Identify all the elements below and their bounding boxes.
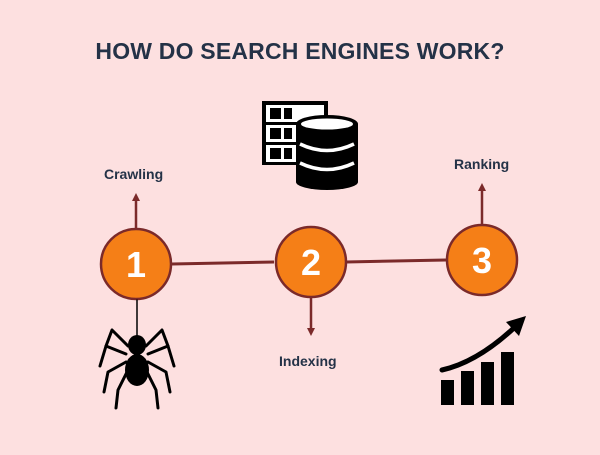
connector-1-2 xyxy=(171,260,275,266)
diagram-title: HOW DO SEARCH ENGINES WORK? xyxy=(95,38,505,64)
step-2-circle: 2 xyxy=(274,225,348,299)
rising-bar-chart-icon xyxy=(439,316,526,405)
database-server-icon xyxy=(262,101,358,190)
step-1-number: 1 xyxy=(126,244,146,285)
step-label-crawling: Crawling xyxy=(104,166,164,182)
spider-icon xyxy=(98,299,176,410)
step-1-circle: 1 xyxy=(99,227,173,301)
step-label-ranking: Ranking xyxy=(454,156,510,172)
step-2-number: 2 xyxy=(301,242,321,283)
step-3-circle: 3 xyxy=(445,223,519,297)
connector-2-3 xyxy=(345,258,447,264)
step-3-number: 3 xyxy=(472,240,492,281)
step-label-indexing: Indexing xyxy=(279,353,337,369)
